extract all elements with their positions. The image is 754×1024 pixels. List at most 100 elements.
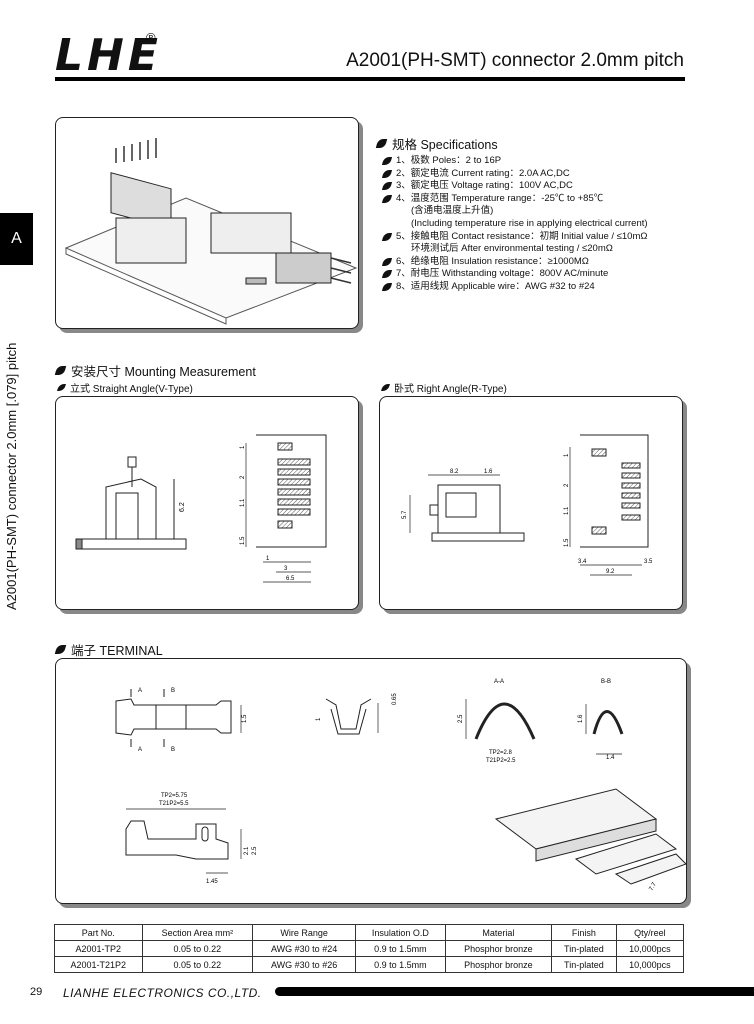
table-header-row: Part No. Section Area mm² Wire Range Ins…	[54, 924, 685, 941]
dim-label: 0.65	[392, 693, 398, 705]
table-header: Finish	[551, 924, 617, 941]
section-label: A	[138, 747, 142, 753]
dim-label: 1.45	[206, 879, 218, 885]
product-image-box	[55, 117, 359, 329]
bullet-icon	[381, 169, 393, 178]
dim-label: 1.5	[242, 714, 248, 723]
spec-item: 2、额定电流 Current rating：2.0A AC,DC	[381, 168, 648, 181]
dim-label: 2	[564, 483, 570, 487]
dim-label: 5.7	[402, 510, 408, 519]
dim-label: 8.2	[450, 469, 459, 475]
table-header: Material	[444, 924, 553, 941]
table-cell: A2001-T21P2	[54, 956, 143, 973]
dim-label: 3.5	[644, 559, 653, 565]
table-cell: 10,000pcs	[615, 940, 685, 957]
spec-item: 3、额定电压 Voltage rating：100V AC,DC	[381, 180, 648, 193]
dim-label: 2	[240, 475, 246, 479]
page-title: A2001(PH-SMT) connector 2.0mm pitch	[346, 50, 684, 71]
table-cell: Phosphor bronze	[444, 956, 553, 973]
table-header: Qty/reel	[615, 924, 685, 941]
dim-label: 1.1	[240, 498, 246, 507]
footer-rule	[275, 987, 754, 996]
spec-item: 8、适用线规 Applicable wire：AWG #32 to #24	[381, 281, 648, 294]
brand-logo: LHE	[55, 30, 162, 81]
dim-label: 1.5	[564, 538, 570, 547]
section-label: B	[171, 747, 175, 753]
table-cell: 10,000pcs	[615, 956, 685, 973]
spec-item-continuation: 环境测试后 After environmental testing / ≤20m…	[411, 243, 613, 255]
mounting-heading: 安装尺寸 Mounting Measurement	[54, 361, 256, 380]
dim-label: TP2=2.8	[489, 750, 513, 756]
table-cell: 0.9 to 1.5mm	[355, 940, 446, 957]
spec-item: 7、耐电压 Withstanding voltage：800V AC/minut…	[381, 268, 648, 281]
section-label: A	[138, 688, 142, 694]
straight-angle-drawing: 6.2 1 2 1.1 1.5 1 3 6.5	[55, 396, 359, 610]
dim-label: 3.4	[578, 559, 587, 565]
bullet-icon	[54, 645, 67, 654]
dim-label: 2.5	[252, 846, 258, 855]
spec-item: 1、极数 Poles：2 to 16P	[381, 155, 648, 168]
table-header: Insulation O.D	[355, 924, 446, 941]
dim-label: 1	[564, 453, 570, 457]
table-cell: Tin-plated	[551, 940, 617, 957]
dim-label: 2.5	[458, 714, 464, 723]
table-cell: AWG #30 to #26	[252, 956, 357, 973]
bullet-icon	[381, 182, 393, 191]
bullet-icon	[381, 270, 393, 279]
dim-label: 1	[240, 445, 246, 449]
dim-height: 6.2	[179, 502, 186, 512]
dim-label: 1	[266, 556, 270, 562]
dim-label: 1.5	[240, 536, 246, 545]
bullet-icon	[381, 157, 393, 165]
dim-label: 1.6	[484, 469, 493, 475]
table-cell: Tin-plated	[551, 956, 617, 973]
section-title: B-B	[601, 679, 611, 685]
dim-label: 1.6	[578, 714, 584, 723]
dim-label: 9.2	[606, 569, 615, 575]
section-tab: A	[0, 213, 33, 265]
bullet-icon	[57, 384, 66, 391]
header-rule	[55, 77, 685, 81]
bullet-icon	[54, 366, 67, 375]
dim-label: T21P2=2.5	[486, 758, 516, 764]
dim-label: 1	[316, 717, 322, 721]
table-header: Wire Range	[252, 924, 357, 941]
table-header: Part No.	[54, 924, 143, 941]
table-cell: A2001-TP2	[54, 940, 143, 957]
v-type-drawing: 6.2 1 2 1.1 1.5 1 3 6.5	[75, 434, 327, 583]
dim-label: T21P2=5.5	[159, 801, 189, 807]
section-label: B	[171, 688, 175, 694]
table-cell: 0.05 to 0.22	[141, 956, 254, 973]
specifications-list: 1、极数 Poles：2 to 16P 2、额定电流 Current ratin…	[381, 155, 648, 294]
right-angle-label: 卧式 Right Angle(R-Type)	[381, 380, 507, 395]
specifications-title: 规格 Specifications	[392, 138, 498, 152]
dim-label: 3	[284, 566, 288, 572]
table-row: A2001-T21P2 0.05 to 0.22 AWG #30 to #26 …	[54, 956, 685, 973]
product-illustration	[64, 138, 358, 325]
table-cell: 0.9 to 1.5mm	[355, 956, 446, 973]
spec-item-continuation: (含通电温度上升值)	[411, 205, 494, 217]
bullet-icon	[381, 194, 393, 203]
right-angle-drawing: 8.2 1.6 5.7 1 2 1.1 1.5 3.4 9.2 3.5	[379, 396, 683, 610]
table-cell: 0.05 to 0.22	[141, 940, 254, 957]
dim-label: 1.4	[606, 755, 615, 761]
bullet-icon	[381, 384, 390, 391]
r-type-drawing: 8.2 1.6 5.7 1 2 1.1 1.5 3.4 9.2 3.5	[402, 434, 653, 576]
specifications-heading: 规格 Specifications	[375, 134, 498, 153]
side-caption: A2001(PH-SMT) connector 2.0mm [.079] pit…	[4, 342, 19, 610]
spec-item-continuation: (Including temperature rise in applying …	[411, 217, 648, 229]
dim-label: TP2=5.75	[161, 793, 188, 799]
table-header: Section Area mm²	[141, 924, 254, 941]
table-cell: Phosphor bronze	[444, 940, 553, 957]
bullet-icon	[375, 139, 388, 148]
page-number: 29	[30, 986, 43, 998]
straight-angle-label: 立式 Straight Angle(V-Type)	[57, 380, 193, 395]
spec-item: 4、温度范围 Temperature range：-25℃ to +85℃	[381, 193, 648, 206]
terminal-heading: 端子 TERMINAL	[54, 640, 163, 659]
bullet-icon	[381, 282, 393, 291]
terminal-drawing: A B A B 1.5 1 0.65 A-A 2.5 TP2=2.8 T21P2…	[55, 658, 687, 904]
registered-mark: ®	[146, 30, 156, 45]
dim-label: 2.1	[244, 846, 250, 855]
part-table: Part No. Section Area mm² Wire Range Ins…	[54, 924, 685, 973]
terminal-illustration: A B A B 1.5 1 0.65 A-A 2.5 TP2=2.8 T21P2…	[115, 679, 687, 892]
